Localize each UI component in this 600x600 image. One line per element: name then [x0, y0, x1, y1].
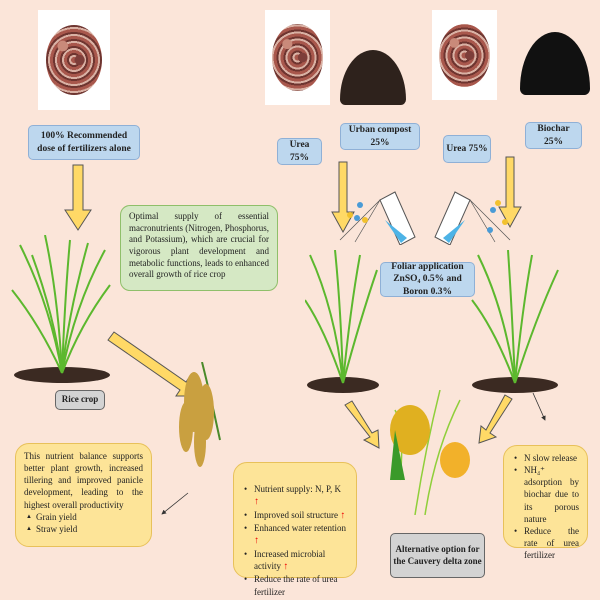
benefit-item: Nutrient supply: N, P, K ↑: [242, 483, 348, 509]
increase-arrow-icon: ↑: [283, 560, 289, 572]
benefit-item: Improved soil structure ↑: [242, 509, 348, 523]
rice-plant-compost-icon: [305, 250, 379, 393]
benefit-item: N slow release: [512, 452, 579, 464]
urea-label: Urea 75%: [277, 138, 322, 165]
benefit-item: Reduce the rate of urea fertilizer: [512, 525, 579, 561]
yield-item: Grain yield: [24, 511, 143, 523]
benefit-item: Enhanced water retention ↑: [242, 522, 348, 548]
biochar-benefits-box: N slow release NH₄⁺ adsorption by biocha…: [503, 445, 588, 560]
benefit-item: Reduce the rate of urea fertilizer: [242, 573, 348, 597]
pointer-arrow-biochar: [532, 392, 546, 421]
fertilizer-image: [38, 10, 110, 110]
foliar-application-label: Foliar application ZnSO₄ 0.5% and Boron …: [380, 262, 475, 297]
down-arrow-left: [64, 164, 92, 231]
rice-plant-biochar-icon: [471, 250, 559, 393]
fertilizer-label: 100% Recommended dose of fertilizers alo…: [28, 125, 140, 160]
benefit-item: NH₄⁺ adsorption by biochar due to its po…: [512, 464, 579, 525]
biochar-label: Biochar 25%: [525, 122, 582, 149]
increase-arrow-icon: ↑: [254, 496, 259, 508]
rice-grain-icon: [390, 390, 470, 515]
diagonal-arrow-right-plant: [478, 394, 513, 444]
increase-arrow-icon: ↑: [340, 509, 346, 521]
yield-item: Straw yield: [24, 523, 143, 535]
pointer-arrow-productivity: [161, 492, 189, 515]
spray-bottles-icon: [339, 191, 511, 245]
down-arrow-biochar: [498, 156, 522, 229]
benefit-item: Increased microbial activity ↑: [242, 548, 348, 574]
urea-image: [432, 10, 497, 100]
macronutrient-note: Optimal supply of essential macronutrien…: [120, 205, 278, 291]
rice-crop-label: Rice crop: [55, 390, 105, 410]
rice-panicle-icon: [179, 362, 221, 467]
alternative-option-label: Alternative option for the Cauvery delta…: [390, 533, 485, 578]
urea-image: [265, 10, 330, 105]
rice-plant-icon: [11, 235, 111, 383]
urea-label: Urea 75%: [443, 135, 491, 163]
productivity-note-box: This nutrient balance supports better pl…: [15, 443, 152, 547]
increase-arrow-icon: ↑: [254, 535, 259, 547]
compost-label: Urban compost 25%: [340, 123, 420, 150]
diagonal-arrow-left-plant: [344, 400, 380, 449]
compost-benefits-box: Nutrient supply: N, P, K ↑ Improved soil…: [233, 462, 357, 597]
productivity-note: This nutrient balance supports better pl…: [24, 451, 143, 510]
